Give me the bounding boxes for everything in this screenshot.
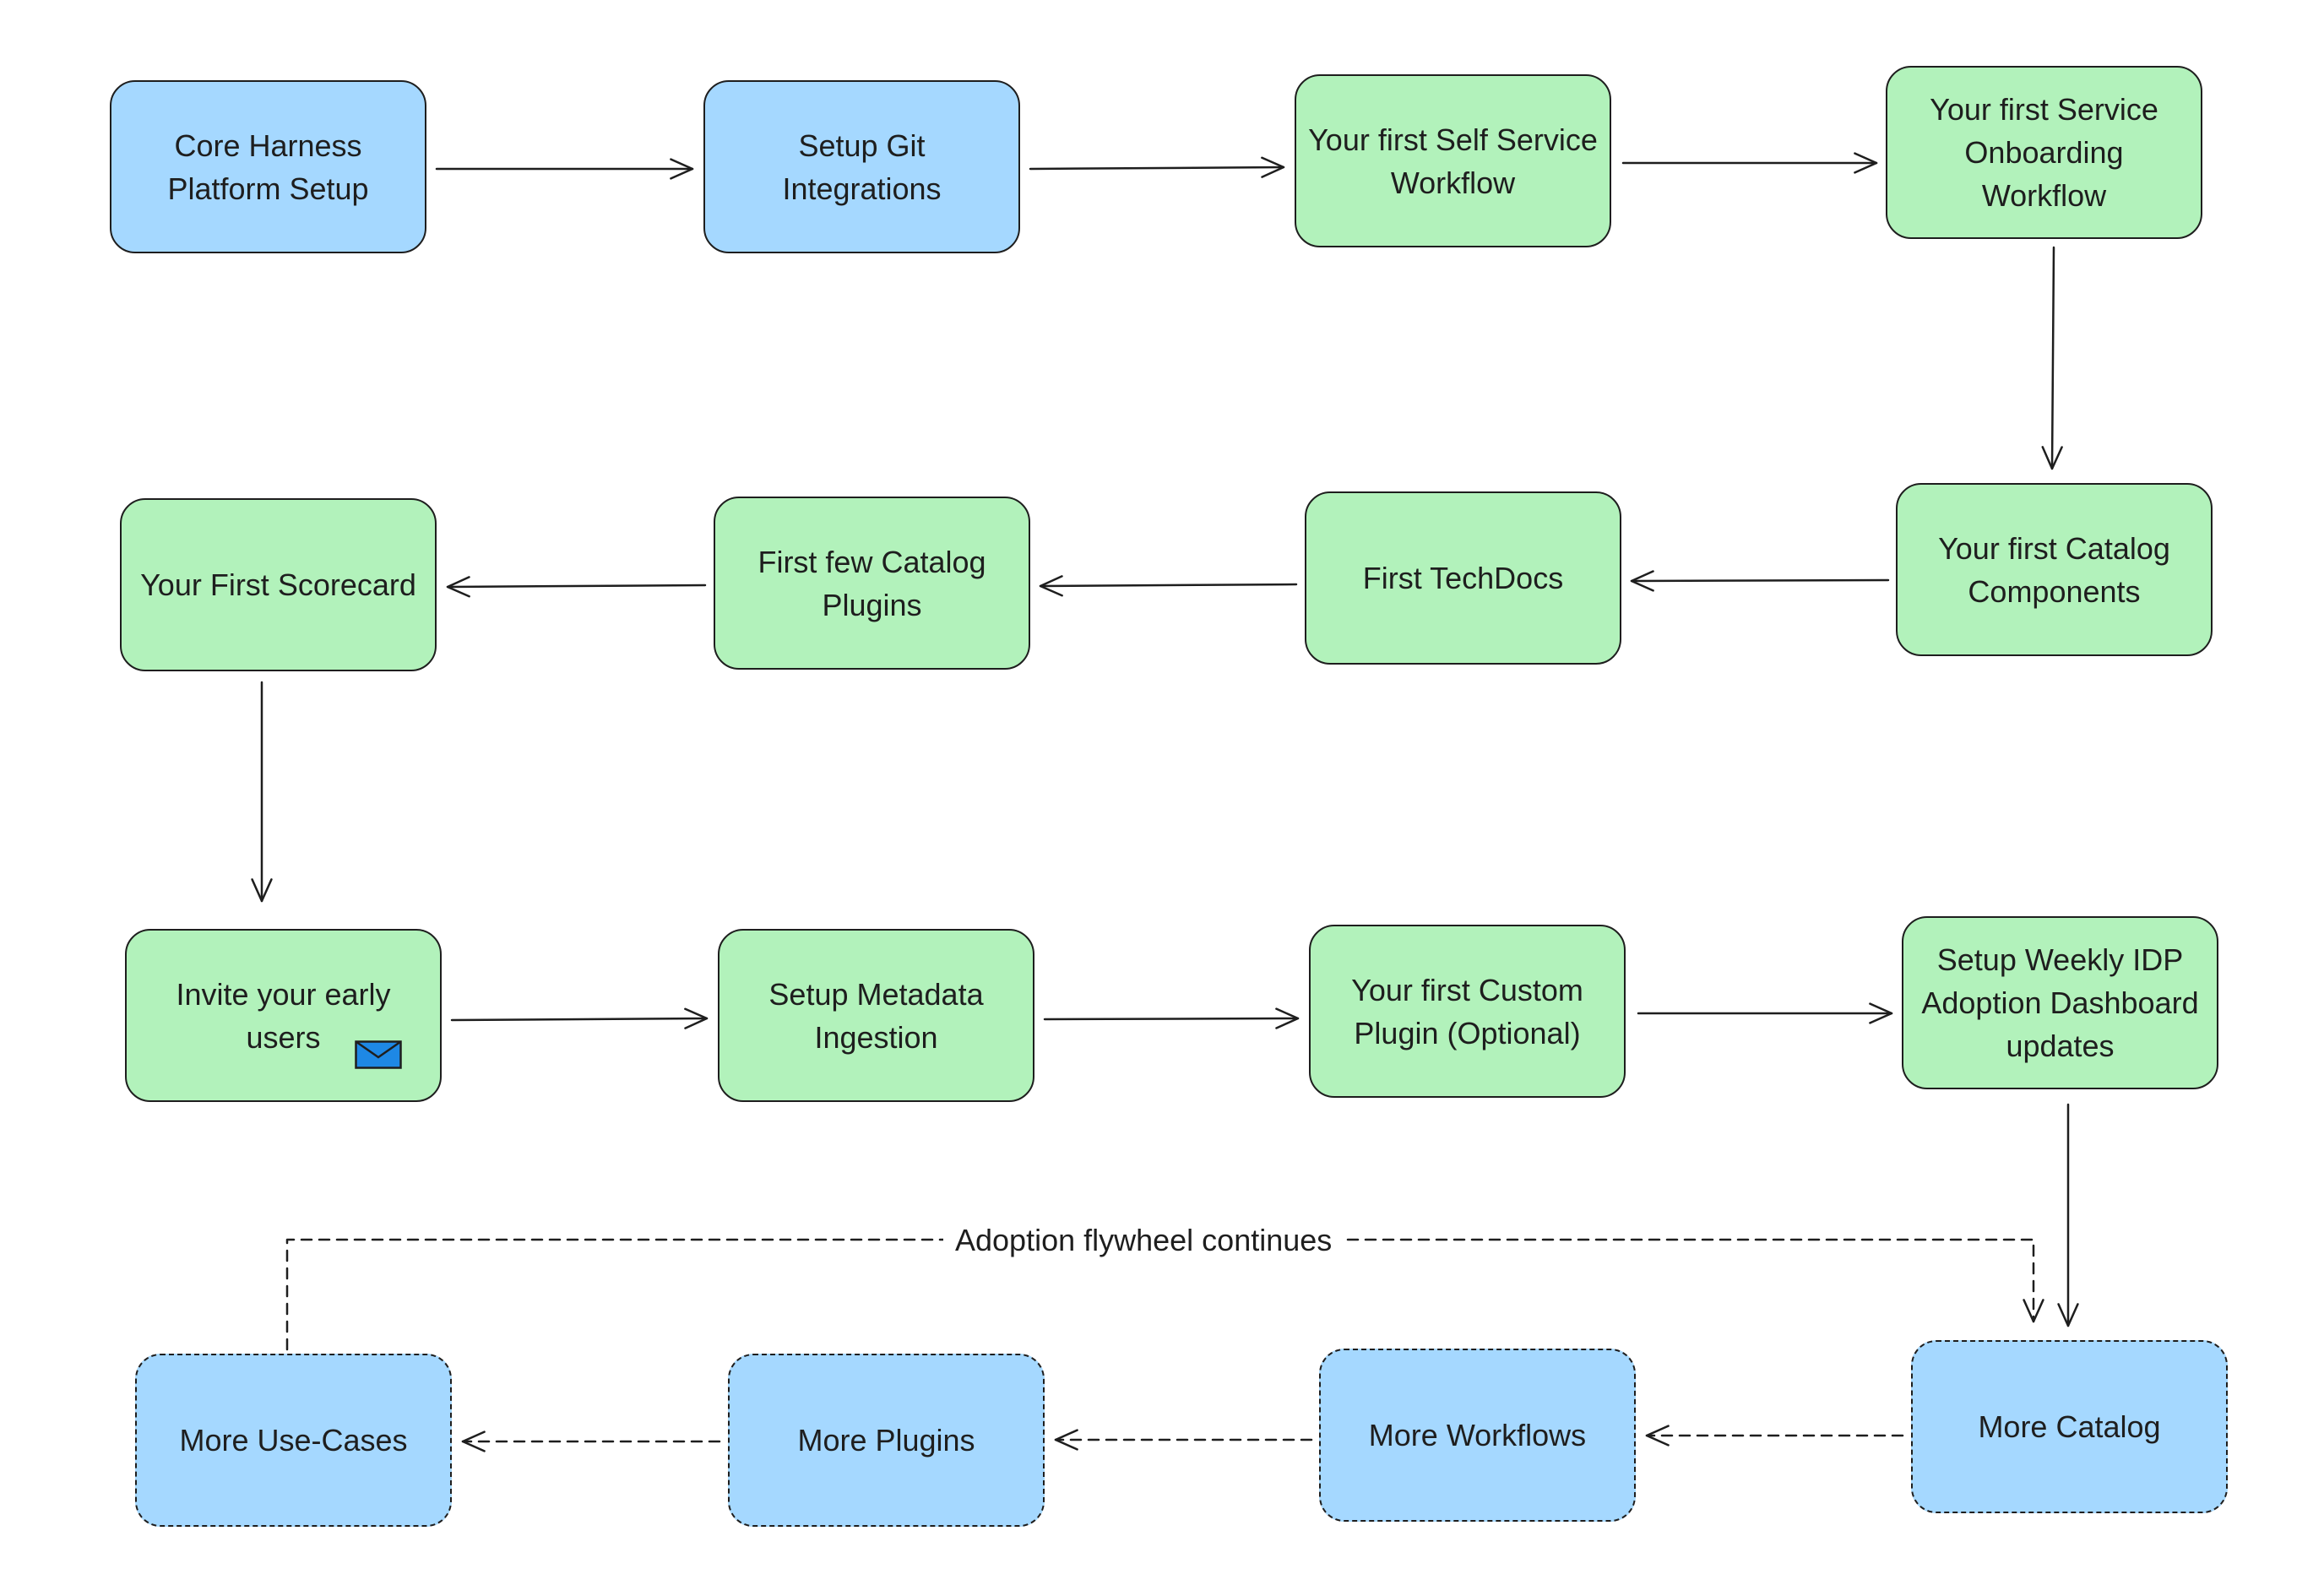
edge-onboarding-to-catalog-arrowhead [2041,446,2063,470]
node-more-plugins[interactable]: More Plugins [728,1354,1045,1527]
edge-plugins-to-scorecard-arrowhead [446,576,470,598]
edge-techdocs-to-plugins-arrowhead [1039,575,1063,597]
node-first-few-catalog-plugins[interactable]: First few Catalog Plugins [714,497,1030,670]
node-first-scorecard[interactable]: Your First Scorecard [120,498,437,671]
edge-self-service-to-onboarding-arrowhead [1854,152,1878,174]
edge-dashboard-to-more-catalog-arrowhead [2057,1303,2079,1327]
edge-scorecard-to-invite-arrowhead [251,878,273,903]
node-label: More Use-Cases [179,1423,408,1458]
edge-custom-to-dashboard-arrowhead [1869,1002,1893,1024]
node-label: Your first Catalog Components [1938,530,2170,609]
flywheel-loop-label: Adoption flywheel continues [943,1222,1344,1259]
edge-core-to-git-arrowhead [670,158,694,180]
node-label: Invite your early users [176,976,391,1055]
edge-onboarding-to-catalog [2050,246,2055,470]
node-first-custom-plugin[interactable]: Your first Custom Plugin (Optional) [1309,925,1626,1098]
node-more-workflows[interactable]: More Workflows [1319,1349,1636,1522]
node-setup-git-integrations[interactable]: Setup Git Integrations [703,80,1020,253]
edge-workflows-to-plugins-arrowhead [1054,1429,1078,1451]
node-setup-metadata-ingestion[interactable]: Setup Metadata Ingestion [718,929,1034,1102]
node-label: Your first Custom Plugin (Optional) [1351,972,1583,1050]
node-label: First TechDocs [1362,561,1564,595]
node-more-catalog[interactable]: More Catalog [1911,1340,2228,1513]
node-label: Setup Weekly IDP Adoption Dashboard upda… [1921,942,2199,1063]
edge-git-to-self-service [1029,166,1285,171]
edge-invite-to-metadata [450,1017,709,1022]
edge-metadata-to-custom [1043,1017,1300,1021]
edge-plugins-to-scorecard [446,584,707,589]
edge-flywheel-loop-arrowhead [2023,1299,2044,1323]
node-first-catalog-components[interactable]: Your first Catalog Components [1896,483,2213,656]
node-more-use-cases[interactable]: More Use-Cases [135,1354,452,1527]
edge-catalog-to-workflows-arrowhead [1645,1425,1670,1447]
node-label: More Catalog [1978,1409,2161,1444]
edge-metadata-to-custom-arrowhead [1275,1007,1300,1029]
edge-catalog-to-techdocs [1630,578,1890,583]
edge-git-to-self-service-arrowhead [1261,156,1285,178]
node-weekly-idp-adoption-dashboard[interactable]: Setup Weekly IDP Adoption Dashboard upda… [1902,916,2218,1089]
envelope-icon [355,1040,402,1069]
edge-techdocs-to-plugins [1039,583,1298,588]
node-label: Your first Self Service Workflow [1308,122,1598,200]
node-first-self-service-workflow[interactable]: Your first Self Service Workflow [1295,74,1611,247]
node-first-service-onboarding-workflow[interactable]: Your first Service Onboarding Workflow [1886,66,2202,239]
node-label: More Plugins [797,1423,975,1458]
edge-plugins-to-use-cases-arrowhead [461,1430,486,1452]
edge-catalog-to-techdocs-arrowhead [1630,570,1654,592]
node-label: Your First Scorecard [140,567,416,602]
node-invite-early-users[interactable]: Invite your early users [125,929,442,1102]
edge-invite-to-metadata-arrowhead [684,1007,709,1029]
node-label: Setup Git Integrations [782,128,942,206]
node-label: Setup Metadata Ingestion [768,976,984,1055]
node-label: Your first Service Onboarding Workflow [1930,92,2158,213]
node-first-techdocs[interactable]: First TechDocs [1305,491,1621,665]
node-label: Core Harness Platform Setup [167,128,369,206]
node-label: First few Catalog Plugins [757,544,986,622]
node-label: More Workflows [1368,1418,1587,1452]
node-core-harness-platform-setup[interactable]: Core Harness Platform Setup [110,80,426,253]
